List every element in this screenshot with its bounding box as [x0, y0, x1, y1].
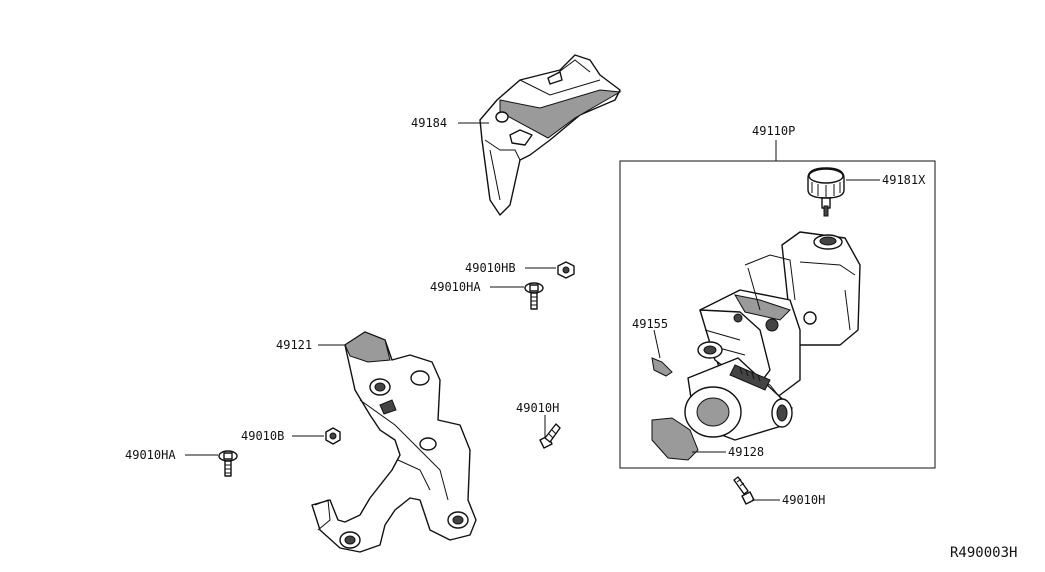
label-49155: 49155 — [632, 317, 668, 331]
assembly-frame — [619, 160, 936, 469]
label-49128: 49128 — [728, 445, 764, 459]
label-49010HA-top: 49010HA — [430, 280, 481, 294]
label-49010HB: 49010HB — [465, 261, 516, 275]
label-49110P: 49110P — [752, 124, 795, 138]
part-49181X-cap — [807, 167, 845, 217]
label-49010B: 49010B — [241, 429, 284, 443]
part-49128-gasket — [651, 417, 699, 461]
part-49121-bracket — [311, 331, 477, 553]
diagram-id: R490003H — [950, 545, 1017, 561]
label-49010HA-left: 49010HA — [125, 448, 176, 462]
label-49010H-mid: 49010H — [516, 401, 559, 415]
label-49010H-bottom: 49010H — [782, 493, 825, 507]
part-49155-gasket — [651, 357, 673, 377]
part-49010HB-nut — [557, 261, 575, 279]
part-49010H-bolt-bottom — [733, 476, 755, 505]
part-49010HA-bolt-top — [524, 282, 544, 310]
part-49110P-pump-assembly — [684, 231, 861, 441]
label-49121: 49121 — [276, 338, 312, 352]
part-49010B-nut — [325, 427, 341, 445]
label-49181X: 49181X — [882, 173, 926, 187]
part-49010HA-bolt-left — [218, 450, 238, 477]
part-49184-cover — [479, 54, 622, 216]
label-49184: 49184 — [411, 116, 447, 130]
part-49010H-bolt-mid — [539, 423, 561, 449]
